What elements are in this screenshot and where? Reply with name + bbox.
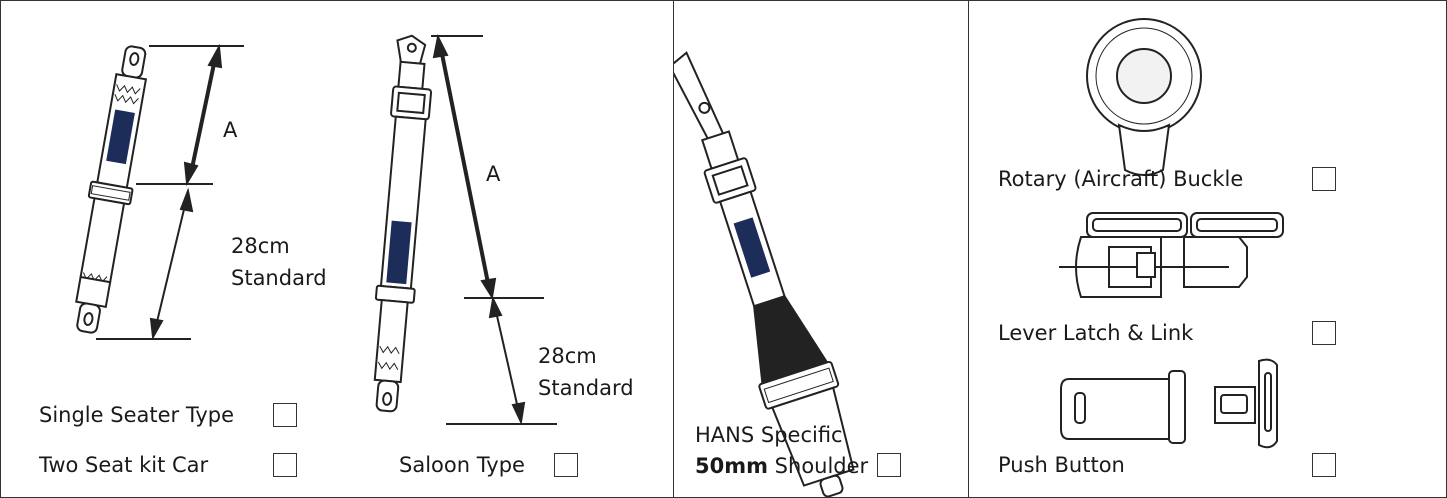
belt-drawings-left <box>75 33 557 426</box>
dimension-lines-saloon <box>431 33 557 426</box>
single-seater-type-label: Single Seater Type <box>39 403 235 427</box>
lever-latch-label: Lever Latch & Link <box>998 321 1194 345</box>
panel-divider <box>673 1 674 497</box>
rotary-buckle-illustration <box>1086 18 1202 176</box>
lever-latch-illustration <box>1059 212 1284 298</box>
single-seater-belt-illustration <box>75 45 148 334</box>
standard-length-value: 28cm <box>231 234 290 258</box>
shoulder-width-value: 50mm <box>695 454 768 478</box>
shoulder-label: Shoulder <box>768 454 869 478</box>
standard-length-label: Standard <box>538 376 634 400</box>
hans-specific-label: HANS Specific <box>695 423 843 447</box>
standard-length-label: Standard <box>231 266 327 290</box>
saloon-type-label: Saloon Type <box>399 453 525 477</box>
buckle-illustrations <box>1059 18 1284 449</box>
hans-belt-illustration <box>674 51 855 497</box>
push-button-label: Push Button <box>998 453 1125 477</box>
standard-length-value: 28cm <box>538 344 597 368</box>
panel-divider <box>968 1 969 497</box>
rotary-buckle-label: Rotary (Aircraft) Buckle <box>998 167 1244 191</box>
lever-latch-checkbox[interactable] <box>1312 321 1336 345</box>
single-seater-type-checkbox[interactable] <box>273 403 297 427</box>
shoulder-width-label: 50mm Shoulder <box>695 454 868 478</box>
two-seat-kit-car-checkbox[interactable] <box>273 453 297 477</box>
push-button-buckle-illustration <box>1060 358 1278 449</box>
dimension-lines-single <box>96 43 244 341</box>
saloon-belt-illustration <box>373 34 433 413</box>
saloon-type-checkbox[interactable] <box>554 453 578 477</box>
dimension-a-label: A <box>223 118 238 142</box>
hans-specific-checkbox[interactable] <box>877 453 901 477</box>
rotary-buckle-checkbox[interactable] <box>1312 167 1336 191</box>
push-button-checkbox[interactable] <box>1312 453 1336 477</box>
dimension-a-label: A <box>486 162 501 186</box>
two-seat-kit-car-label: Two Seat kit Car <box>39 453 209 477</box>
